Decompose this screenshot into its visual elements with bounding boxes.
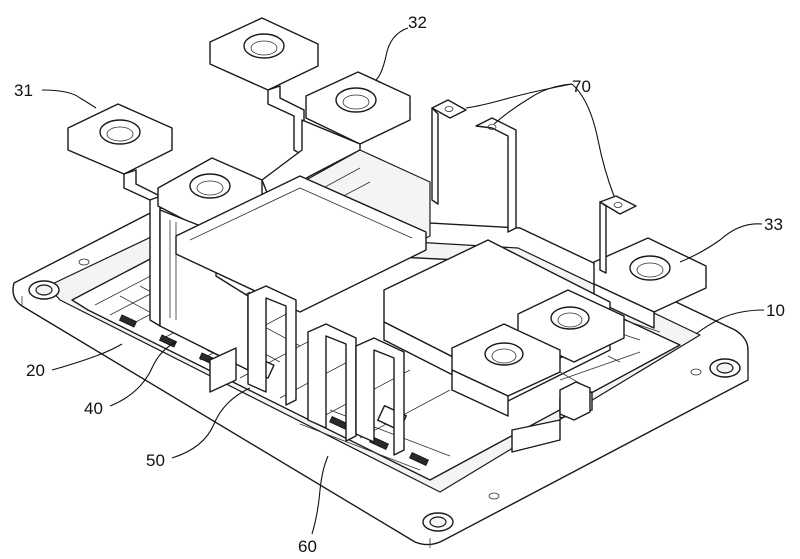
label-33: 33: [764, 215, 783, 234]
label-20: 20: [26, 361, 45, 380]
label-60: 60: [298, 537, 317, 556]
label-32: 32: [408, 13, 427, 32]
label-50: 50: [146, 451, 165, 470]
label-70: 70: [572, 77, 591, 96]
label-10: 10: [766, 301, 785, 320]
label-31: 31: [14, 81, 33, 100]
label-40: 40: [84, 399, 103, 418]
